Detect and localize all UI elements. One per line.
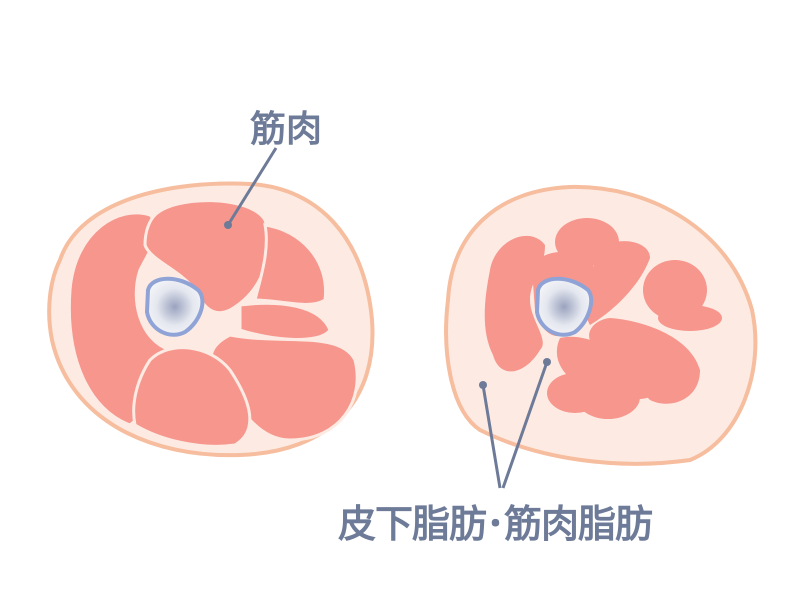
muscle-pointer-dot [224, 221, 232, 229]
muscle-group-large [67, 199, 359, 448]
muscle-label: 筋肉 [250, 109, 323, 150]
muscle-leader-line [226, 147, 278, 226]
intramuscular-fat-pointer-dot [543, 358, 551, 366]
subcutaneous-fat-pointer-dot [479, 381, 487, 389]
subcutaneous-fat-leader-line [481, 384, 502, 489]
leader-lines [224, 147, 551, 489]
bone [144, 276, 205, 337]
healthy-thigh [47, 181, 375, 458]
intramuscular-fat-leader-line [501, 361, 549, 489]
bone [534, 276, 594, 337]
aged-thigh [444, 184, 758, 466]
fat-label: 皮下脂肪･筋肉脂肪 [338, 502, 653, 546]
